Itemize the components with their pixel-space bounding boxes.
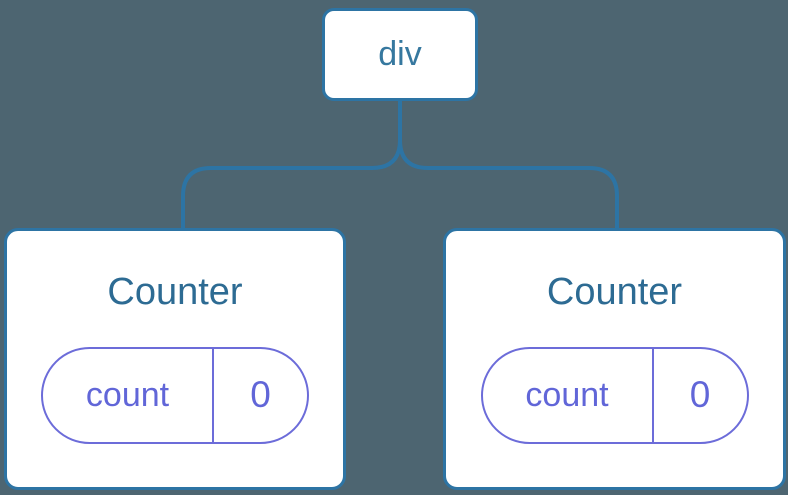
state-pill: count 0 <box>41 346 309 444</box>
edge-root-to-left-child <box>181 101 402 229</box>
edge-root-to-right-child <box>398 101 619 229</box>
state-value: 0 <box>651 348 747 442</box>
root-node-div: div <box>322 8 478 101</box>
state-pill: count 0 <box>480 346 749 444</box>
component-title: Counter <box>107 271 243 313</box>
state-value: 0 <box>212 348 307 442</box>
counter-node-left: Counter count 0 <box>4 228 346 490</box>
component-title: Counter <box>546 271 683 313</box>
state-key: count <box>85 375 170 414</box>
root-node-label: div <box>378 35 422 73</box>
state-key: count <box>525 375 609 414</box>
counter-node-right: Counter count 0 <box>443 228 786 490</box>
